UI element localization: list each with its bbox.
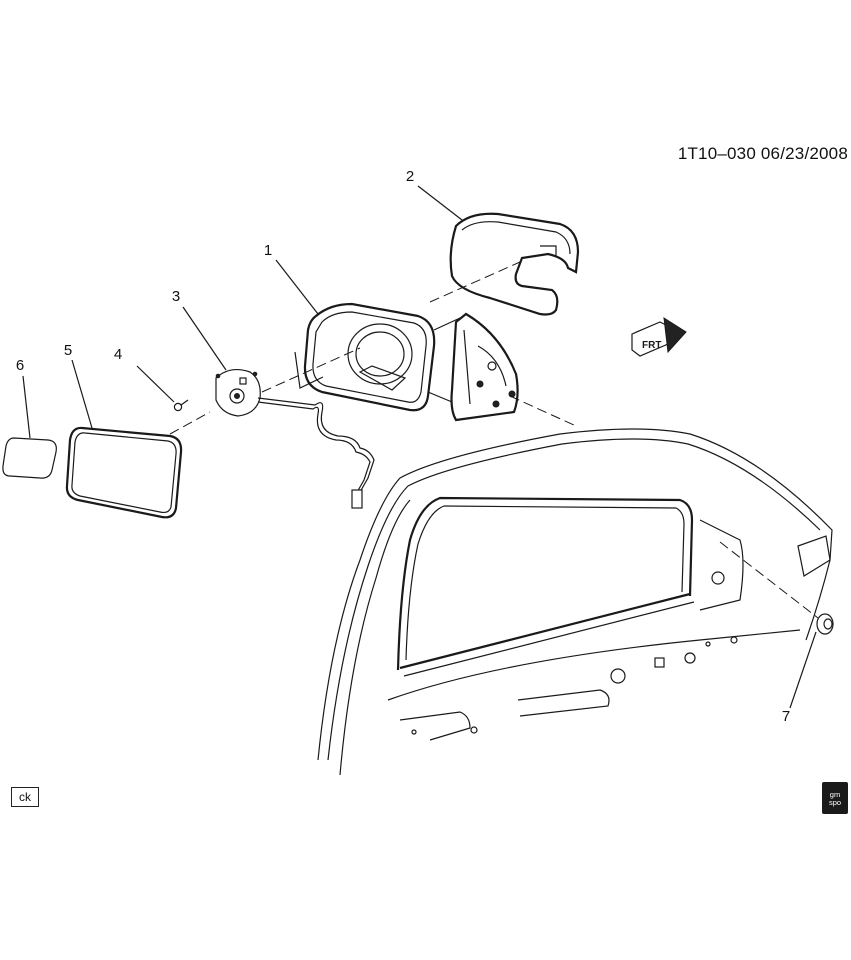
part-1-mirror-housing	[303, 302, 461, 412]
part-3-actuator	[215, 368, 375, 509]
callout-3: 3	[171, 288, 181, 305]
callout-1: 1	[263, 242, 273, 259]
alignment-lines	[169, 261, 819, 619]
callout-5: 5	[63, 342, 73, 359]
diagram-reference-id: 1T10–030 06/23/2008	[677, 144, 848, 163]
part-4-screw	[173, 399, 189, 412]
part-5-mirror-glass	[65, 426, 183, 519]
door-frame	[317, 428, 833, 776]
part-2-mirror-cover	[449, 212, 580, 316]
part-6-mirror-glass-small	[2, 437, 57, 479]
callout-6: 6	[15, 357, 25, 374]
callout-7: 7	[781, 708, 791, 725]
fr-arrow-icon: FRT	[631, 317, 687, 357]
logo-text-gm: gm	[829, 790, 841, 799]
callout-2: 2	[405, 168, 415, 185]
leader-lines	[22, 185, 817, 709]
gm-spo-logo-icon: gm spo	[822, 782, 848, 814]
svg-text:FRT: FRT	[642, 340, 661, 351]
mirror-base	[450, 312, 519, 422]
code-box: ck	[11, 787, 39, 807]
part-7-clip	[816, 613, 834, 635]
callout-4: 4	[113, 346, 123, 363]
logo-text-spo: spo	[828, 798, 842, 807]
